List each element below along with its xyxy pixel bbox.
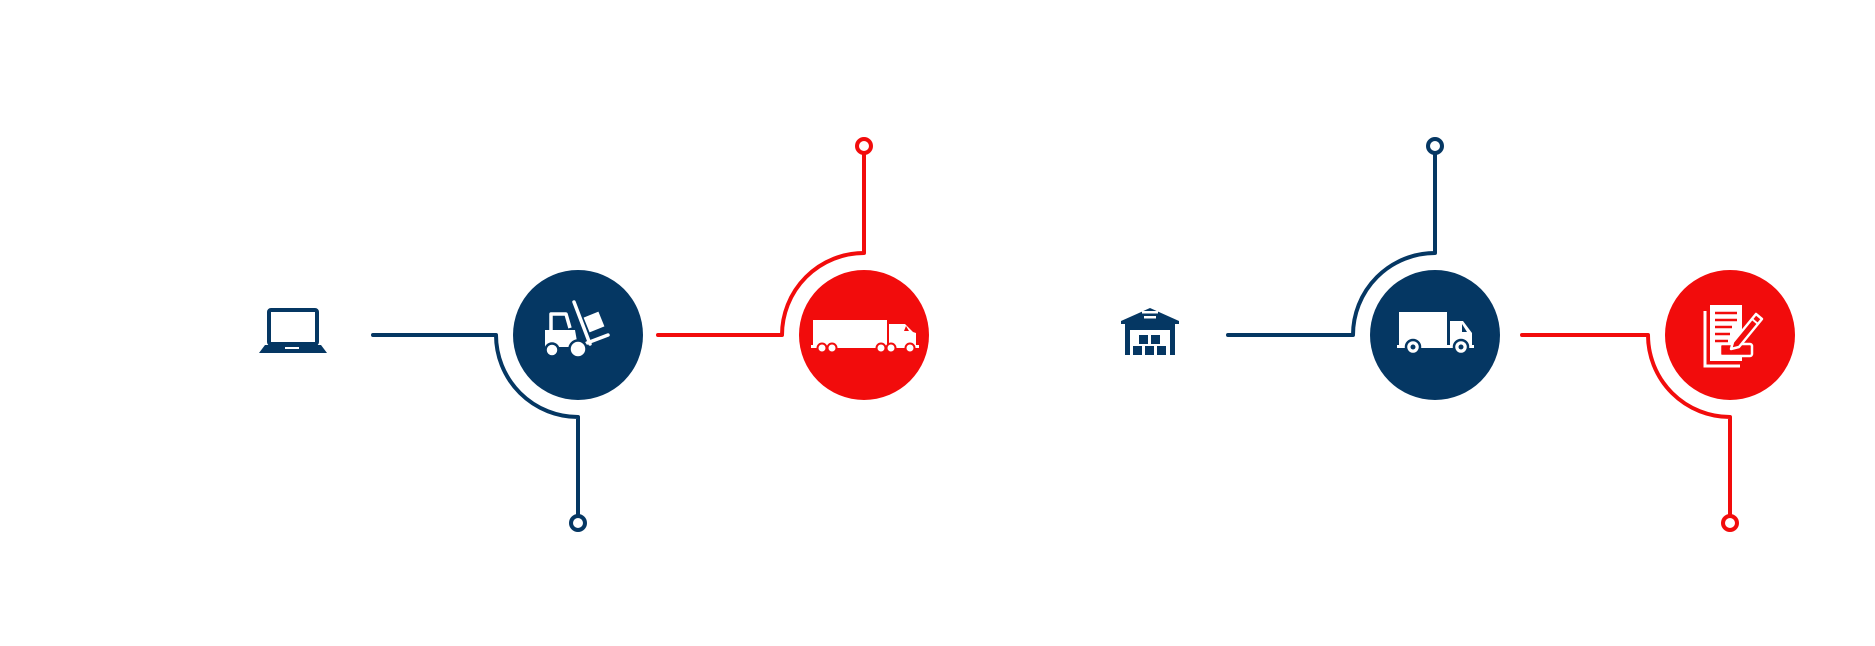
delivery-truck-icon (1397, 312, 1474, 356)
connector-order-to-picking (371, 333, 580, 524)
terminal-node-documentation (1721, 514, 1739, 532)
connector-warehouse-to-delivery (1226, 151, 1437, 337)
step-circle-picking (513, 270, 643, 400)
terminal-node-delivery (1426, 137, 1444, 155)
connector-picking-to-linehaul (656, 151, 866, 337)
terminal-node-linehaul (855, 137, 873, 155)
semi-truck-icon (811, 320, 919, 354)
document-signing-icon (1703, 305, 1764, 368)
laptop-icon (259, 308, 327, 353)
step-documentation (1665, 270, 1795, 400)
forklift-icon (544, 300, 610, 359)
terminal-node-picking (569, 514, 587, 532)
step-picking (513, 270, 643, 400)
warehouse-icon (1121, 308, 1179, 355)
step-delivery (1370, 270, 1500, 400)
connector-delivery-to-documentation (1520, 333, 1732, 524)
step-line-haul (799, 270, 929, 400)
